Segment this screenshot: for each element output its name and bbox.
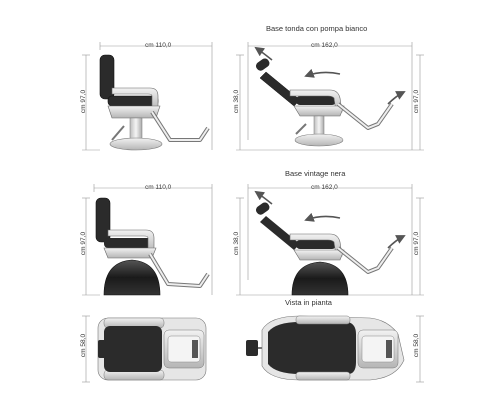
chair-reclined-vintage-base <box>236 184 424 296</box>
dim-lines-d3 <box>82 184 213 296</box>
section-title-round-base: Base tonda con pompa bianco <box>266 24 368 33</box>
dim-label-d1-width: cm 110,0 <box>145 42 172 49</box>
arrow-icon <box>387 235 406 249</box>
arrow-icon <box>304 212 341 222</box>
dim-label-d2-width: cm 162,0 <box>311 42 338 49</box>
chair-side-vintage-base <box>82 184 213 296</box>
arrow-icon <box>387 91 406 105</box>
dim-lines-d6 <box>416 315 424 383</box>
arrow-icon <box>254 46 273 61</box>
dim-lines-d4 <box>236 184 424 296</box>
arrow-icon <box>254 190 273 205</box>
dim-label-d3-width: cm 110,0 <box>145 184 172 191</box>
section-title-vintage-base: Base vintage nera <box>285 169 346 178</box>
dim-lines-d1 <box>82 42 213 151</box>
chair-side-round-base <box>82 42 213 151</box>
dim-lines-d2 <box>236 42 424 151</box>
chair-plan-reclined <box>246 315 424 383</box>
dim-lines-d5 <box>82 315 90 383</box>
section-title-plan-view: Vista in pianta <box>285 298 332 307</box>
chair-reclined-round-base <box>236 42 424 151</box>
arrow-icon <box>304 68 341 78</box>
dim-label-d4-width: cm 162,0 <box>311 184 338 191</box>
chair-plan-upright <box>82 315 207 383</box>
